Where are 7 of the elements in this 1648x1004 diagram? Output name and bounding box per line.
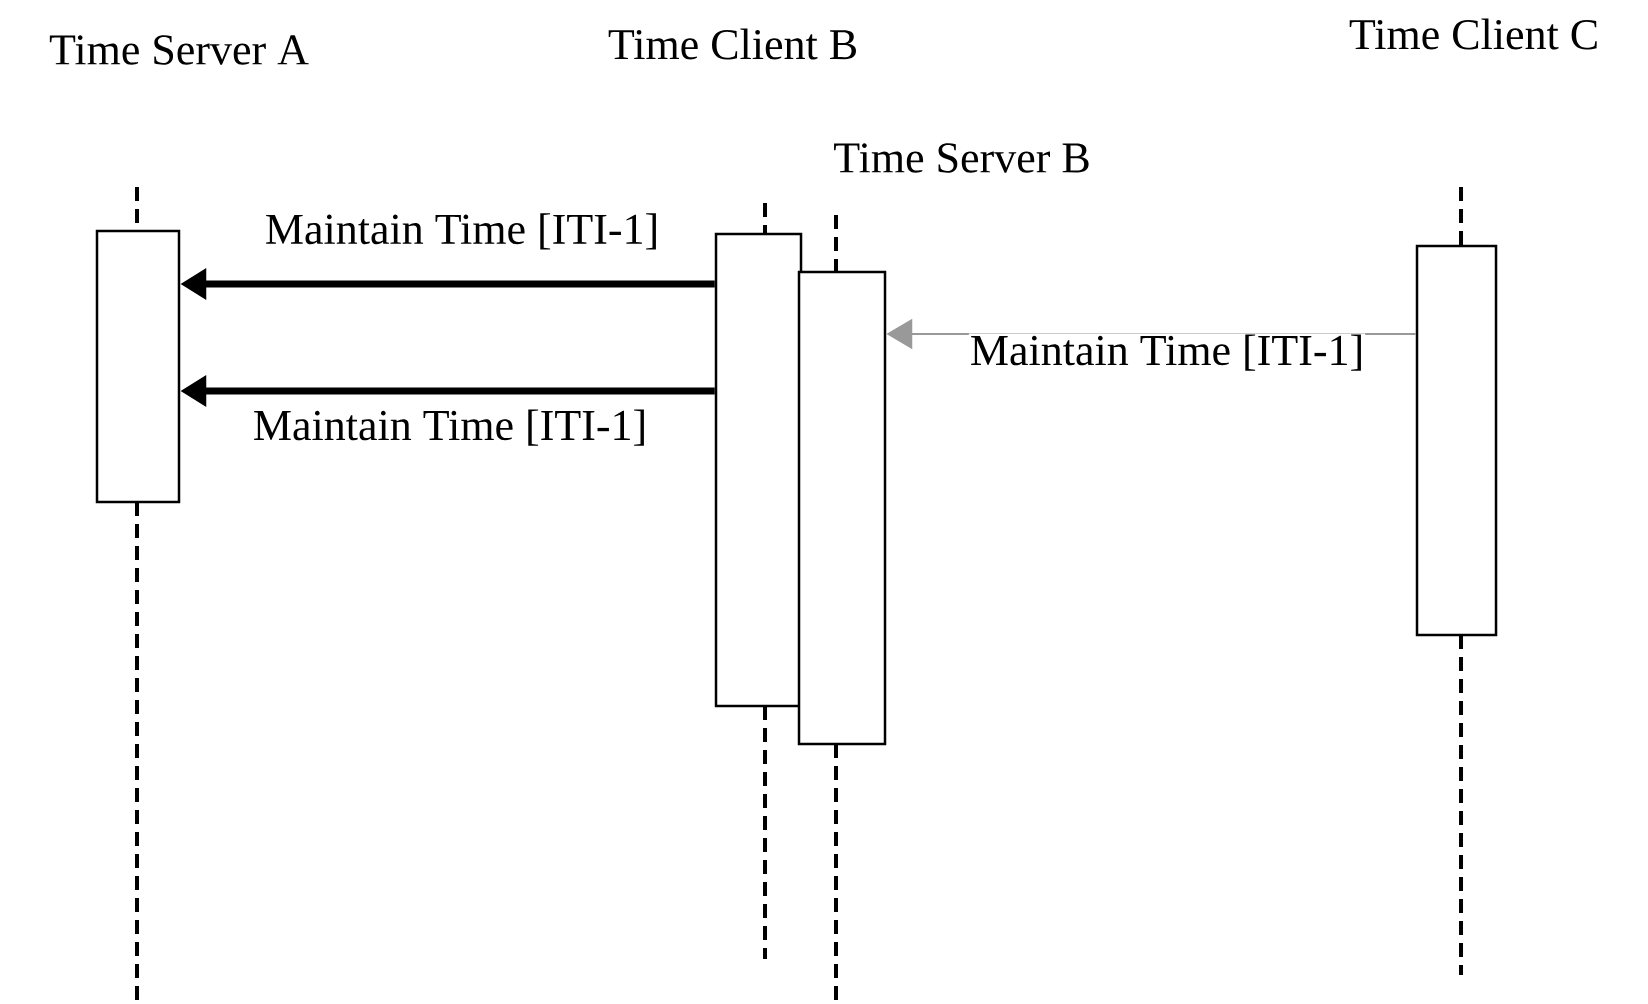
lifeline-title: Time Server A <box>49 35 309 65</box>
edge-label: Maintain Time [ITI-1] <box>263 212 661 251</box>
edge-label: Maintain Time [ITI-1] <box>251 408 649 447</box>
edge-label: Maintain Time [ITI-1] <box>968 333 1366 372</box>
lifeline-title: Time Client C <box>1349 18 1597 50</box>
lifeline-title: Time Client B <box>608 28 856 60</box>
lifeline-title: Time Server B <box>834 143 1089 173</box>
